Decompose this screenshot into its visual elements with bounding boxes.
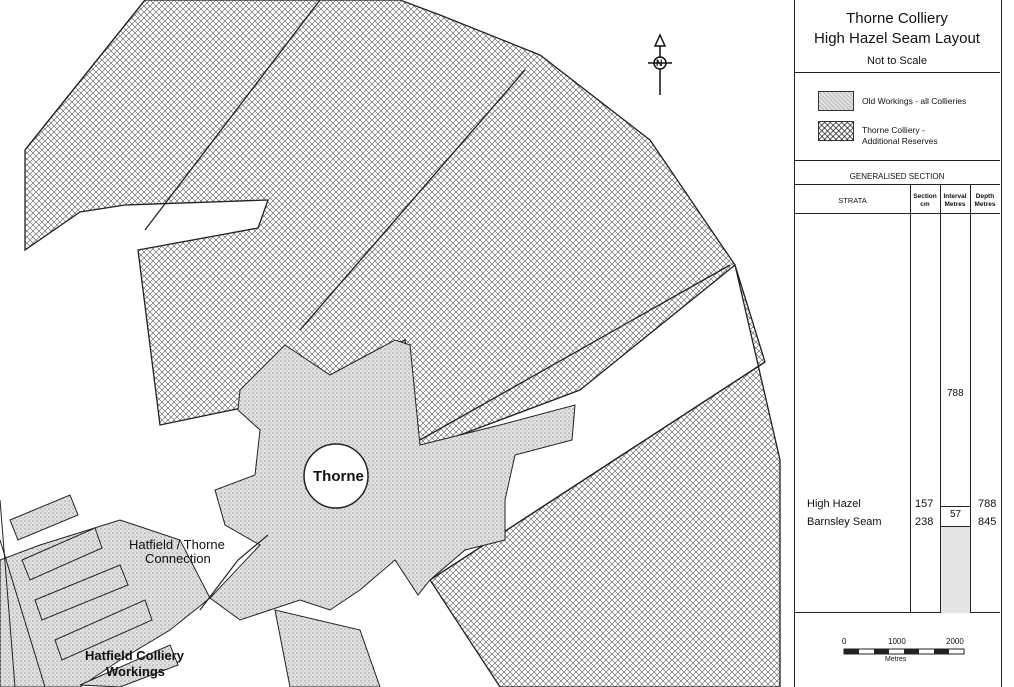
divider — [794, 612, 1000, 613]
connection-label-line1: Hatfield / Thorne — [129, 537, 225, 552]
barnsley-seam-fill — [941, 526, 970, 613]
header-section-1: Section — [913, 193, 937, 200]
interval-upper-value: 788 — [947, 388, 964, 399]
map-title-line2: High Hazel Seam Layout — [814, 30, 980, 47]
legend-reserves-swatch — [818, 121, 854, 141]
hatfield-label-line2: Workings — [106, 664, 165, 679]
hatfield-workings-bands — [0, 494, 179, 687]
column-line — [940, 184, 941, 612]
section-high-hazel: 157 — [915, 498, 934, 510]
thorne-shaft-circle — [303, 443, 369, 509]
header-depth-1: Depth — [975, 193, 995, 200]
divider — [794, 72, 1000, 73]
legend-old-workings-swatch — [818, 91, 854, 111]
header-depth-2: Metres — [974, 201, 996, 208]
header-interval-2: Metres — [944, 201, 966, 208]
scale-tick-2000: 2000 — [946, 637, 964, 646]
section-title: GENERALISED SECTION — [849, 172, 945, 181]
connection-label-line2: Connection — [145, 551, 211, 566]
legend-old-workings-label: Old Workings - all Collieries — [862, 96, 967, 106]
strata-high-hazel: High Hazel — [807, 498, 861, 510]
hatfield-thorne-connection-line — [199, 534, 269, 611]
scale-tick-0: 0 — [842, 637, 847, 646]
divider — [794, 184, 1000, 185]
header-interval-1: Interval — [943, 193, 967, 200]
scale-note: Not to Scale — [867, 55, 927, 67]
hatfield-label-line1: Hatfield Colliery — [85, 648, 184, 663]
depth-barnsley: 845 — [978, 516, 997, 528]
column-line — [910, 184, 911, 612]
thorne-label: Thorne — [313, 468, 364, 485]
interval-marker — [941, 506, 970, 507]
divider — [794, 213, 1000, 214]
north-letter: N — [656, 58, 663, 68]
depth-high-hazel: 788 — [978, 498, 997, 510]
legend-reserves-label-line1: Thorne Colliery - — [862, 125, 925, 135]
header-strata: STRATA — [838, 196, 867, 205]
divider — [794, 160, 1000, 161]
map-title-line1: Thorne Colliery — [846, 10, 948, 27]
scale-unit: Metres — [885, 656, 907, 663]
header-section-2: cm — [920, 201, 930, 208]
section-barnsley: 238 — [915, 516, 934, 528]
scale-bar — [843, 648, 965, 655]
interval-lower-value: 57 — [950, 509, 962, 520]
column-line — [970, 184, 971, 612]
strata-barnsley: Barnsley Seam — [807, 516, 882, 528]
north-arrow-icon — [648, 33, 672, 95]
legend-reserves-label-line2: Additional Reserves — [862, 136, 938, 146]
scale-tick-1000: 1000 — [888, 637, 906, 646]
